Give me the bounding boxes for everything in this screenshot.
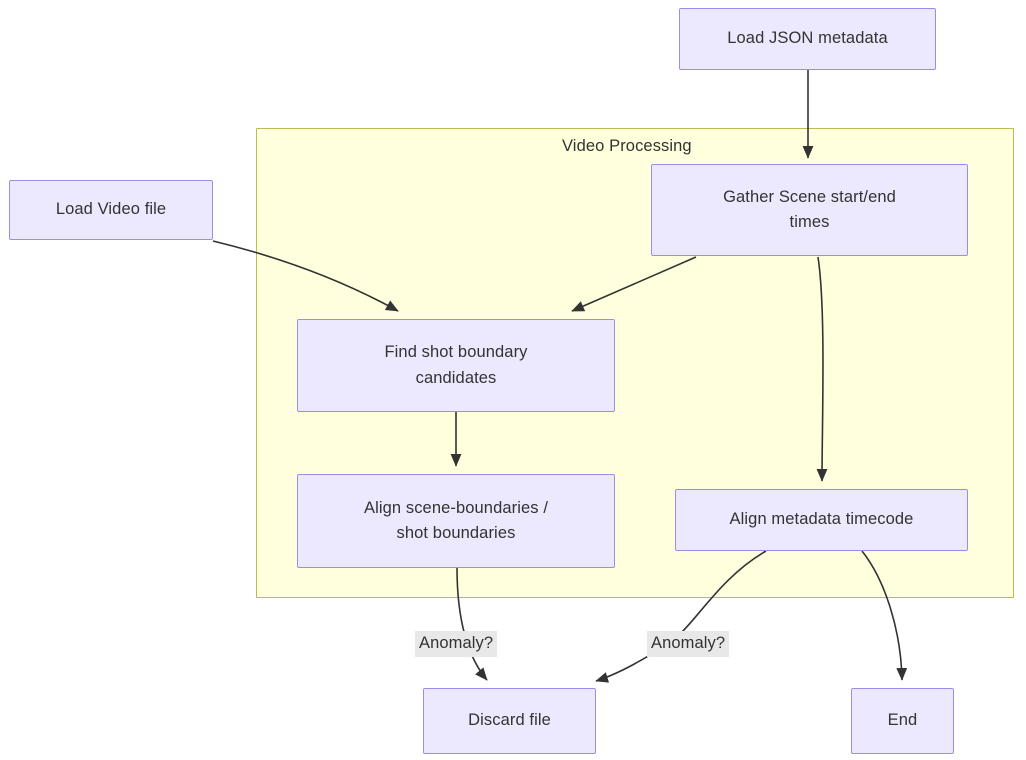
subgraph-label-video-processing: Video Processing (562, 137, 692, 155)
node-label-end: End (887, 711, 918, 730)
node-label-discard-file: Discard file (468, 711, 551, 730)
node-label-find-shot-boundary-candidates: Find shot boundary candidates (384, 343, 528, 387)
node-load-video-file[interactable]: Load Video file (9, 180, 213, 240)
node-end[interactable]: End (851, 688, 954, 754)
node-label-load-video-file: Load Video file (55, 200, 167, 219)
node-label-align-metadata-timecode: Align metadata timecode (729, 510, 914, 529)
node-load-json-metadata[interactable]: Load JSON metadata (679, 8, 936, 70)
node-align-metadata-timecode[interactable]: Align metadata timecode (675, 489, 968, 551)
node-find-shot-boundary-candidates[interactable]: Find shot boundary candidates (297, 319, 615, 412)
edge-label-edge-align-scene-to-discard: Anomaly? (415, 631, 498, 657)
node-label-align-scene-shot-boundaries: Align scene-boundaries / shot boundaries (363, 498, 548, 542)
edge-label-edge-align-metadata-to-discard: Anomaly? (647, 631, 730, 657)
node-label-gather-scene-times: Gather Scene start/end times (723, 187, 896, 231)
node-align-scene-shot-boundaries[interactable]: Align scene-boundaries / shot boundaries (297, 474, 615, 568)
node-discard-file[interactable]: Discard file (423, 688, 596, 754)
node-gather-scene-times[interactable]: Gather Scene start/end times (651, 164, 968, 256)
node-label-load-json-metadata: Load JSON metadata (727, 29, 888, 48)
